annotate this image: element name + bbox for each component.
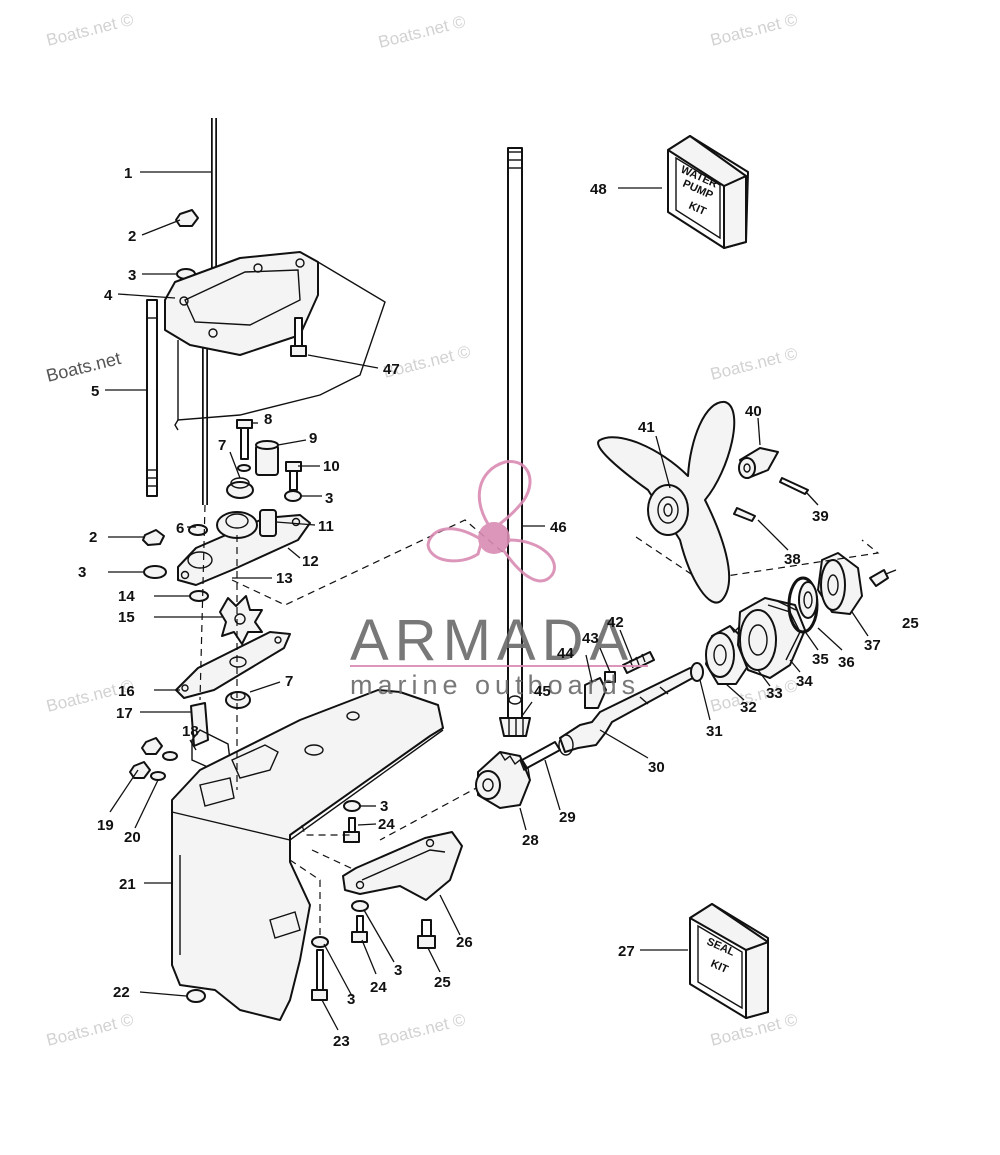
callout-19: 19 — [97, 817, 114, 834]
stud — [146, 299, 158, 497]
exhaust-housing — [164, 251, 386, 431]
shift-pin — [521, 741, 561, 769]
callout-11: 11 — [318, 518, 334, 535]
callout-43: 43 — [582, 630, 599, 647]
callout-7: 7 — [218, 437, 226, 454]
callout-6: 6 — [176, 520, 184, 537]
forward-gear — [475, 751, 531, 809]
callout-17: 17 — [116, 705, 133, 722]
callout-48: 48 — [590, 181, 607, 198]
callout-31: 31 — [706, 723, 723, 740]
impeller-housing — [177, 509, 311, 586]
callout-2: 2 — [89, 529, 97, 546]
callout-28: 28 — [522, 832, 539, 849]
callout-3: 3 — [347, 991, 355, 1008]
callout-32: 32 — [740, 699, 757, 716]
callout-25: 25 — [434, 974, 451, 991]
bolt-47 — [290, 317, 307, 357]
pump-housing — [226, 419, 302, 502]
callout-22: 22 — [113, 984, 130, 1001]
gearcase-bolts — [311, 800, 369, 1001]
armada-logo: ARMADA marine outboards — [350, 460, 648, 700]
skeg — [342, 831, 463, 949]
watermark-text: Boats.net © — [44, 10, 135, 50]
callout-35: 35 — [812, 651, 829, 668]
seal-rings — [787, 576, 819, 634]
callout-30: 30 — [648, 759, 665, 776]
retainer — [817, 552, 897, 615]
callout-18: 18 — [182, 723, 199, 740]
watermark-text-bold: Boats.net — [44, 348, 123, 386]
pinion-gear — [508, 695, 522, 705]
watermark-text: Boats.net © — [376, 1010, 467, 1050]
callout-5: 5 — [91, 383, 99, 400]
nuts-19-20 — [129, 737, 178, 781]
callout-27: 27 — [618, 943, 635, 960]
callout-10: 10 — [323, 458, 340, 475]
callout-13: 13 — [276, 570, 293, 587]
callout-20: 20 — [124, 829, 141, 846]
propeller — [597, 400, 736, 604]
callout-9: 9 — [309, 430, 317, 447]
callout-3: 3 — [78, 564, 86, 581]
callout-3: 3 — [380, 798, 388, 815]
callout-29: 29 — [559, 809, 576, 826]
watermark-text: Boats.net © — [44, 1010, 135, 1050]
callout-1: 1 — [124, 165, 132, 182]
propeller-shaft — [558, 667, 701, 756]
drain-plug — [186, 989, 206, 1003]
watermark-text: Boats.net © — [708, 344, 799, 384]
callout-12: 12 — [302, 553, 319, 570]
callout-24: 24 — [378, 816, 395, 833]
impeller — [189, 590, 263, 645]
propeller-logo-icon — [426, 460, 556, 583]
seal-kit: SEAL KIT — [689, 903, 769, 1019]
callout-41: 41 — [638, 419, 655, 436]
callout-7: 7 — [285, 673, 293, 690]
wear-plate — [175, 631, 291, 709]
leader-lines — [105, 171, 869, 1031]
callout-36: 36 — [838, 654, 855, 671]
callout-44: 44 — [557, 645, 574, 662]
callout-8: 8 — [264, 411, 272, 428]
callouts: 1 2 3 4 5 47 8 9 7 10 3 6 11 2 12 3 13 1… — [78, 165, 919, 1050]
callout-14: 14 — [118, 588, 135, 605]
clutch-parts — [584, 651, 655, 709]
callout-40: 40 — [745, 403, 762, 420]
watermark-text: Boats.net © — [708, 10, 799, 50]
callout-3: 3 — [325, 490, 333, 507]
brand-name: ARMADA — [350, 608, 634, 673]
driveshaft — [499, 147, 531, 737]
callout-26: 26 — [456, 934, 473, 951]
callout-24: 24 — [370, 979, 387, 996]
callout-47: 47 — [383, 361, 400, 378]
callout-3: 3 — [394, 962, 402, 979]
nut-mid — [142, 529, 167, 579]
callout-46: 46 — [550, 519, 567, 536]
callout-34: 34 — [796, 673, 813, 690]
prop-nut — [733, 447, 809, 522]
callout-45: 45 — [534, 683, 551, 700]
callout-23: 23 — [333, 1033, 350, 1050]
brand-tagline: marine outboards — [350, 670, 640, 700]
gearcase — [171, 689, 444, 1021]
callout-15: 15 — [118, 609, 135, 626]
callout-25: 25 — [902, 615, 919, 632]
callout-21: 21 — [119, 876, 136, 893]
callout-3: 3 — [128, 267, 136, 284]
water-pump-kit: WATER PUMP KIT — [667, 135, 749, 249]
assembly-lines-right — [635, 536, 880, 581]
callout-37: 37 — [864, 637, 881, 654]
callout-39: 39 — [812, 508, 829, 525]
callout-42: 42 — [607, 614, 624, 631]
callout-4: 4 — [104, 287, 113, 304]
callout-2: 2 — [128, 228, 136, 245]
bearing-carrier — [737, 597, 806, 679]
callout-38: 38 — [784, 551, 801, 568]
watermark-text: Boats.net © — [376, 12, 467, 52]
thrust-washer — [690, 662, 704, 682]
callout-16: 16 — [118, 683, 135, 700]
callout-33: 33 — [766, 685, 783, 702]
